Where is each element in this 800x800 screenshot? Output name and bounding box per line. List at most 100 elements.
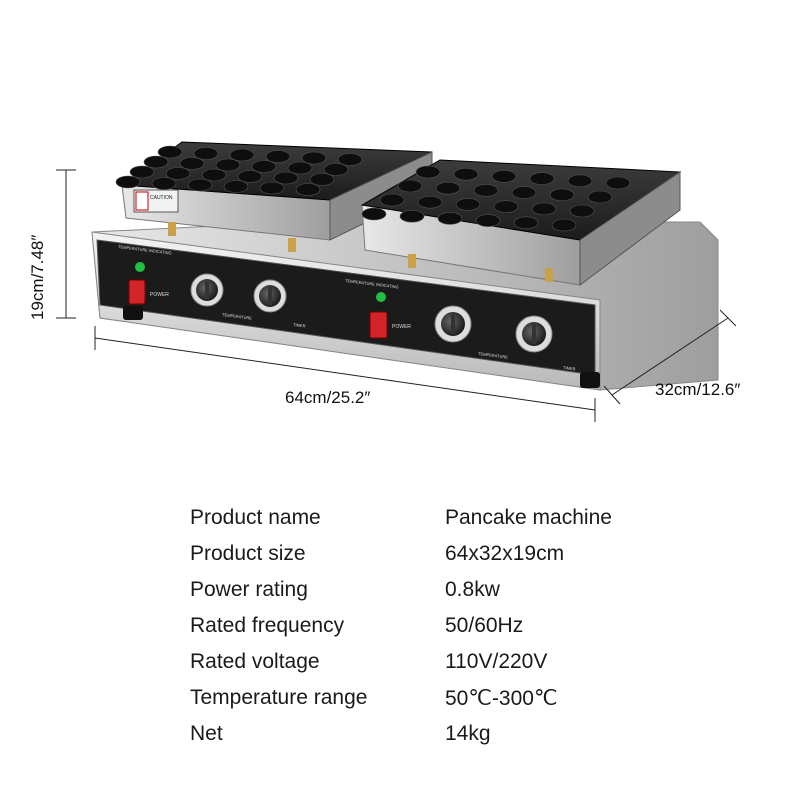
temp-indicating-label: TEMPERATURE INDICATING [118,244,172,256]
caution-text: CAUTION [150,195,173,201]
pancake-cavity [567,174,593,188]
spec-label: Power rating [190,578,308,601]
depth-dimension-line [611,317,729,396]
pancake-cavity [251,160,277,173]
pancake-cavity [455,198,481,211]
pancake-cavity [229,148,255,162]
pancake-cavity [265,150,291,163]
pancake-cavity [491,170,517,183]
pancake-machine-illustration: CAUTION TEMPERATURE INDICATING POWER TEM… [56,141,737,422]
width-dimension-label: 64cm/25.2″ [285,388,371,407]
pancake-cavity [453,167,479,181]
pancake-cavity [361,207,387,221]
spec-row: Temperature range 50℃-300℃ [190,680,750,716]
pancake-cavity [223,180,249,193]
timer-label: TIMER [563,365,576,371]
hinge-post [168,222,176,236]
pancake-cavity [511,186,537,199]
temp-indicating-label: TEMPERATURE INDICATING [345,278,399,290]
spec-row: Rated frequency 50/60Hz [190,608,750,644]
pancake-cavity [605,176,631,190]
hinge-post [545,268,553,282]
temperature-label: TEMPERATURE [478,351,509,360]
pancake-cavity [435,181,461,195]
pancake-cavity [473,184,499,197]
product-figure: CAUTION TEMPERATURE INDICATING POWER TEM… [28,141,741,422]
spec-value: 14kg [445,722,491,745]
pancake-cavity [417,195,443,209]
pancake-cavity [549,188,575,202]
right-controls: TEMPERATURE INDICATING POWER TEMPERATURE… [345,278,576,371]
pancake-cavity [475,214,501,227]
spec-row: Product name Pancake machine [190,500,750,536]
spec-value: 50℃-300℃ [445,687,558,710]
spec-label: Product size [190,542,306,565]
pancake-cavity [301,151,327,165]
pancake-cavity [201,168,227,182]
foot [580,372,600,388]
pancake-cavity [397,179,423,193]
spec-row: Power rating 0.8kw [190,572,750,608]
right-baking-plate [360,159,682,286]
pancake-cavity [165,167,191,180]
pancake-cavity [531,202,557,216]
pancake-cavity [157,145,183,159]
left-controls: TEMPERATURE INDICATING POWER TEMPERATURE… [118,244,306,328]
spec-label: Rated frequency [190,614,345,637]
spec-value: Pancake machine [445,506,612,529]
power-switch[interactable] [369,311,388,339]
pancake-cavity [151,177,177,190]
dimension-lines [56,169,737,422]
power-label: POWER [150,292,169,298]
pancake-cavity [399,209,425,223]
power-label: POWER [392,324,411,330]
left-baking-plate: CAUTION [115,141,433,252]
spec-value: 110V/220V [445,650,548,673]
pancake-cavity [129,165,155,179]
pancake-cavity [551,218,577,232]
foot [123,306,143,320]
spec-row: Rated voltage 110V/220V [190,644,750,680]
pancake-cavity [179,157,205,170]
pancake-cavity [587,190,613,204]
indicator-light-icon [135,262,145,272]
pancake-cavity [513,216,539,230]
hinge-post [288,238,296,252]
pancake-cavity [415,165,441,179]
pancake-cavity [295,183,321,196]
pancake-cavity [143,155,169,169]
pancake-cavity [437,212,463,225]
indicator-light-icon [376,292,386,302]
spec-value: 50/60Hz [445,614,524,637]
pancake-cavity [569,204,595,218]
pancake-cavity [273,171,299,185]
spec-value: 64x32x19cm [445,542,565,565]
pancake-cavity [493,200,519,213]
pancake-cavity [287,161,313,175]
pancake-cavity [529,172,555,185]
timer-label: TIMER [293,322,306,328]
hinge-post [408,254,416,268]
width-dimension-line [94,337,596,411]
pancake-cavity [187,178,213,192]
pancake-cavity [323,163,349,176]
spec-value: 0.8kw [445,578,500,601]
pancake-cavity [309,173,335,186]
pancake-cavity [193,147,219,160]
depth-dimension-label: 32cm/12.6″ [655,380,741,399]
temperature-label: TEMPERATURE [222,312,253,321]
height-dimension-label: 19cm/7.48″ [28,234,47,320]
pancake-cavity [379,193,405,207]
spec-label: Rated voltage [190,650,320,673]
spec-label: Temperature range [190,686,368,709]
spec-label: Net [190,722,223,745]
spec-label: Product name [190,506,321,529]
spec-row: Product size 64x32x19cm [190,536,750,572]
pancake-cavity [259,181,285,195]
pancake-cavity [115,175,141,189]
pancake-cavity [215,158,241,172]
spec-row: Net 14kg [190,716,750,752]
pancake-cavity [237,170,263,183]
power-switch[interactable] [128,279,146,305]
